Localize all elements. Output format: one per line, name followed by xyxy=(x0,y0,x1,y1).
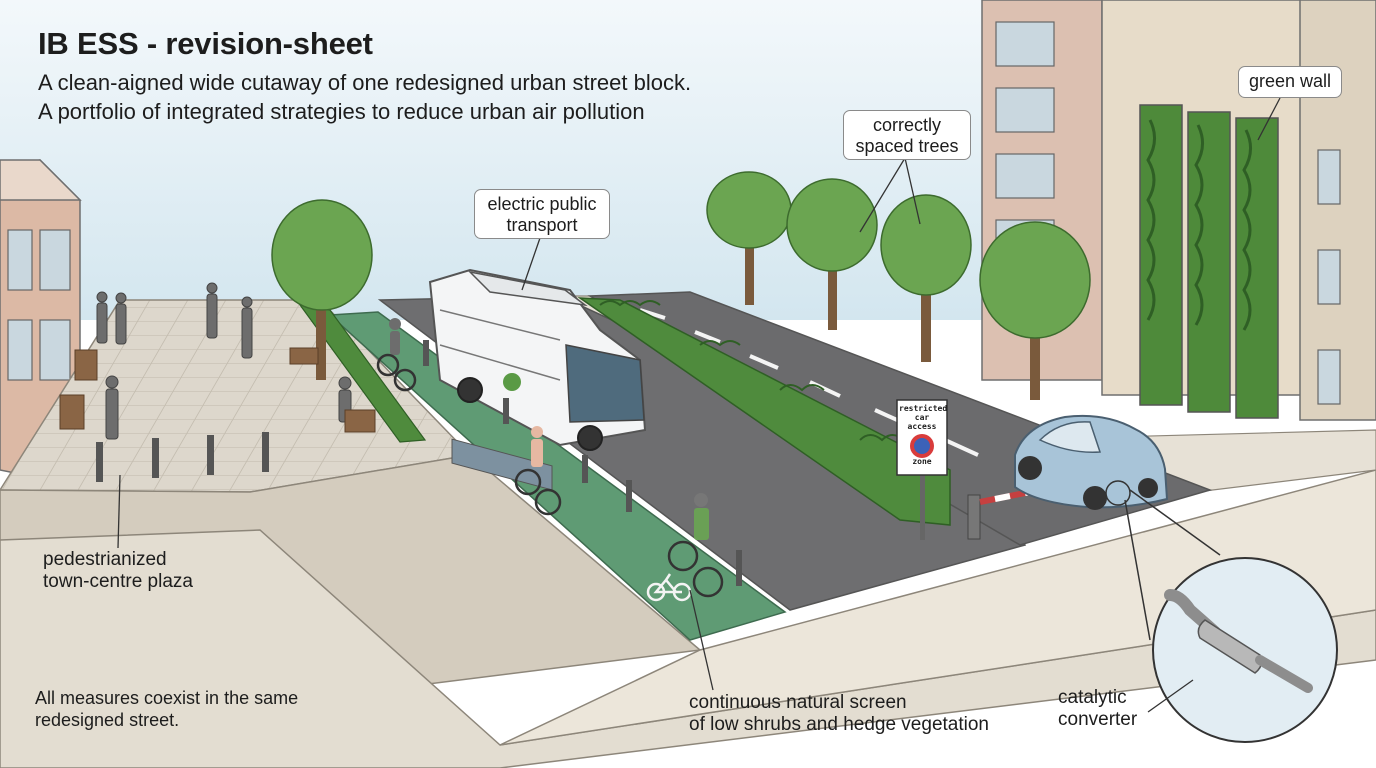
label-catalytic: catalytic converter xyxy=(1058,687,1137,731)
callout-transport-line-2: transport xyxy=(506,215,578,235)
callout-green-wall-text: green wall xyxy=(1248,71,1332,91)
benches xyxy=(59,347,376,433)
subtitle-line-1: A clean-aigned wide cutaway of one redes… xyxy=(38,70,692,95)
label-coexist-line-2: redesigned street. xyxy=(35,710,180,730)
cyclists xyxy=(376,318,724,598)
car-icon xyxy=(1014,414,1169,510)
sign-line-1: restricted xyxy=(899,404,948,413)
callout-trees-line-2: spaced trees xyxy=(855,136,959,156)
label-screen-line-2: of low shrubs and hedge vegetation xyxy=(689,714,989,735)
leader-lines xyxy=(117,97,1281,713)
tree-icon xyxy=(271,171,1091,400)
callout-trees-line-1: correctly xyxy=(872,115,941,135)
block-base-front xyxy=(0,529,1376,768)
block-right-ground xyxy=(499,469,1376,746)
hedge-screen xyxy=(577,297,951,526)
green-wall xyxy=(1139,104,1279,419)
bus-icon xyxy=(428,268,647,491)
label-plaza: pedestrianized town-centre plaza xyxy=(43,549,193,593)
callout-transport-line-1: electric public xyxy=(487,194,597,214)
bike-lane xyxy=(328,311,787,641)
lane-markings xyxy=(639,308,1051,488)
sign-line-2: car access xyxy=(907,413,937,431)
label-catalytic-line-1: catalytic xyxy=(1058,687,1127,708)
label-catalytic-line-2: converter xyxy=(1058,709,1138,730)
bollards xyxy=(96,340,742,586)
page-title: IB ESS - revision-sheet xyxy=(38,26,373,61)
label-plaza-line-1: pedestrianized xyxy=(43,549,167,570)
callout-trees: correctly spaced trees xyxy=(843,110,971,160)
label-plaza-line-2: town-centre plaza xyxy=(43,571,193,592)
subtitle-line-2: A portfolio of integrated strategies to … xyxy=(38,99,645,124)
catalytic-converter-icon xyxy=(1105,480,1338,743)
label-coexist: All measures coexist in the same redesig… xyxy=(35,687,298,731)
label-coexist-line-1: All measures coexist in the same xyxy=(35,688,299,708)
label-screen-line-1: continuous natural screen xyxy=(689,692,907,713)
label-natural-screen: continuous natural screen of low shrubs … xyxy=(689,692,989,736)
restricted-zone-sign xyxy=(896,399,948,540)
bicycle-icon xyxy=(646,573,692,602)
callout-green-wall: green wall xyxy=(1238,66,1342,98)
callout-electric-transport: electric public transport xyxy=(474,189,610,239)
sign-line-3: zone xyxy=(912,457,932,466)
sign-text: restricted car access zone xyxy=(899,404,948,466)
people xyxy=(96,282,352,440)
